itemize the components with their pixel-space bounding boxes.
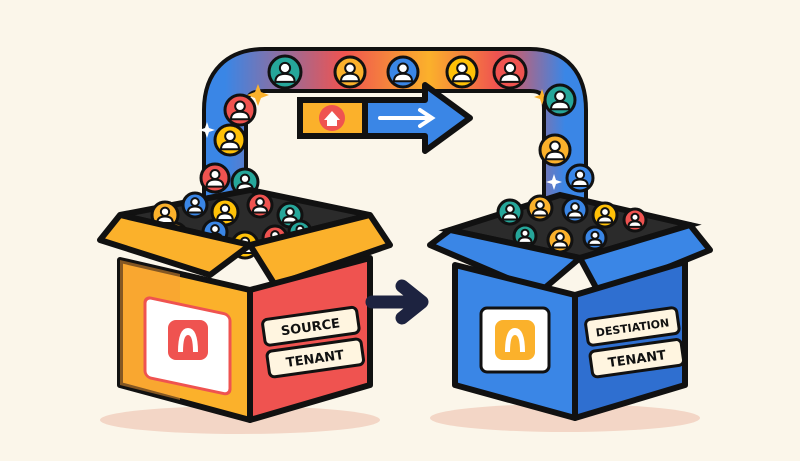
- source-label-line2-bg: [265, 337, 366, 379]
- user-avatar-icon: [223, 93, 257, 127]
- user-avatar-icon: [582, 225, 608, 251]
- home-icon: [324, 111, 340, 126]
- user-avatar-icon: [386, 55, 420, 89]
- user-avatar-icon: [246, 191, 274, 219]
- user-avatar-icon: [199, 162, 231, 194]
- sparkle-icons: [199, 84, 562, 190]
- user-avatar-icon: [333, 55, 367, 89]
- user-avatar-icon: [213, 123, 247, 157]
- sparkle-icon: [247, 84, 269, 106]
- user-avatar-icon: [591, 201, 619, 229]
- sparkle-icon: [546, 174, 562, 190]
- a-logo-icon: [479, 306, 551, 374]
- arrow-right-icon: [365, 279, 429, 325]
- user-avatar-icon: [496, 198, 524, 226]
- user-avatar-icon: [565, 163, 595, 193]
- arch-user-avatars: [199, 54, 595, 197]
- user-avatar-icon: [543, 83, 577, 117]
- user-avatar-icon: [526, 194, 554, 222]
- sparkle-icon: [534, 89, 550, 105]
- arrow-right-icon: [378, 108, 436, 128]
- user-avatar-icon: [622, 207, 648, 233]
- user-avatar-icon: [546, 226, 574, 254]
- sparkle-icon: [199, 122, 215, 138]
- a-logo-icon: [168, 320, 208, 360]
- user-avatar-icon: [276, 201, 304, 229]
- destination-label-line1-bg: [584, 306, 681, 347]
- user-avatar-icon: [561, 196, 589, 224]
- user-avatar-icon: [492, 54, 528, 90]
- destination-label-line2-bg: [588, 338, 686, 379]
- user-avatar-icon: [267, 54, 303, 90]
- migration-banner: [297, 82, 473, 154]
- user-avatar-icon: [538, 133, 572, 167]
- transfer-arrow: [365, 279, 429, 325]
- source-box: SOURCE TENANT: [97, 186, 393, 423]
- destination-box: DESTIATION TENANT: [427, 191, 713, 421]
- source-label-line1-bg: [261, 305, 361, 347]
- user-avatar-icon: [181, 191, 209, 219]
- user-avatar-icon: [445, 55, 479, 89]
